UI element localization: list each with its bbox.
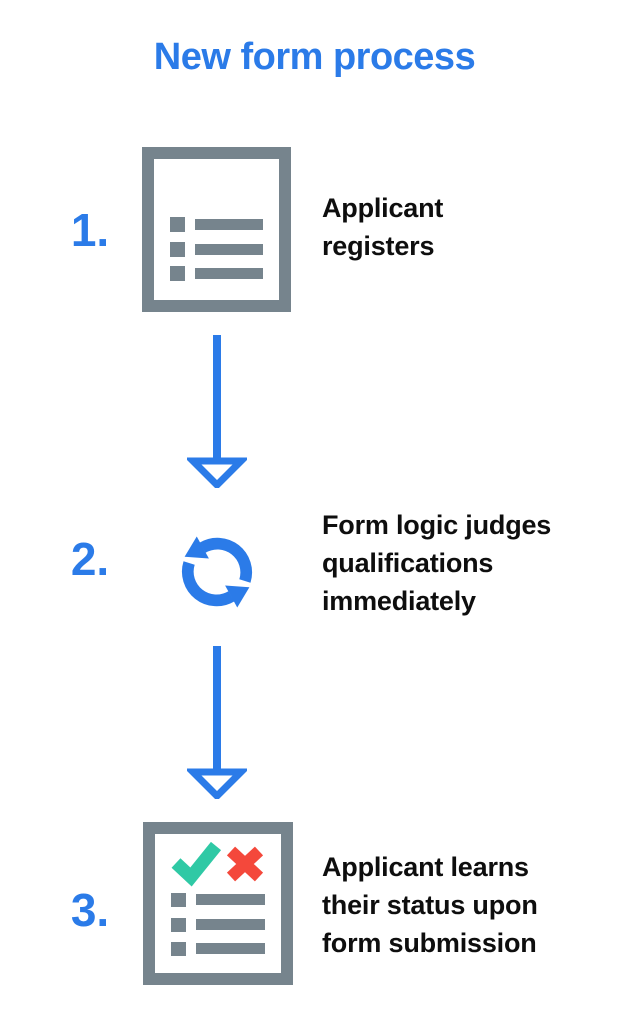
step-3-label-line: their status upon: [322, 890, 538, 920]
step-2-label: Form logic judges qualifications immedia…: [322, 506, 592, 620]
step-2-label-line: immediately: [322, 586, 476, 616]
step-1-label: Applicant registers: [322, 189, 592, 265]
sync-icon: [181, 536, 253, 608]
x-icon: [226, 846, 264, 882]
step-1-number: 1.: [70, 204, 110, 256]
down-arrow-icon: [187, 335, 247, 488]
sync-arrow-bottom: [181, 561, 250, 608]
form-results-icon: [143, 822, 293, 985]
diagram-title: New form process: [153, 36, 476, 78]
step-2-number: 2.: [70, 533, 110, 585]
step-2-label-line: Form logic judges: [322, 510, 552, 540]
form-list-icon: [142, 147, 291, 312]
step-1-label-line: registers: [322, 231, 435, 261]
list-rows: [170, 217, 263, 281]
step-3-label-line: form submission: [322, 928, 537, 958]
step-3-number: 3.: [70, 884, 110, 936]
down-arrow-icon: [187, 646, 247, 799]
check-icon: [171, 841, 222, 887]
step-2-label-line: qualifications: [322, 548, 494, 578]
sync-arrow-top: [184, 536, 253, 583]
step-3-label-line: Applicant learns: [322, 852, 529, 882]
step-3-label: Applicant learns their status upon form …: [322, 848, 592, 962]
step-1-label-line: Applicant: [322, 193, 444, 223]
list-rows: [171, 893, 265, 956]
